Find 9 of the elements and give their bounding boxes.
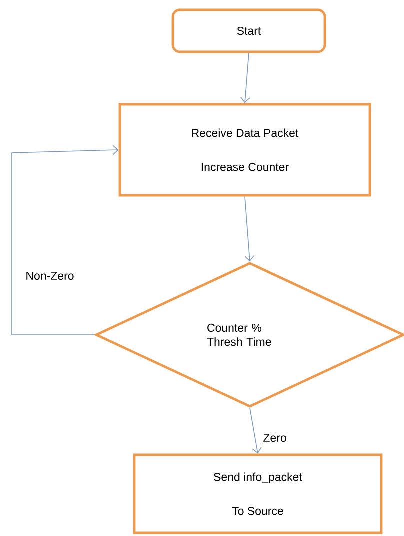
process-box: Send info_packet To Source (133, 454, 383, 534)
edge-label: Zero (262, 433, 288, 443)
arrow (250, 408, 262, 454)
arrow (244, 196, 254, 262)
arrow (12, 145, 119, 336)
arrow (240, 52, 250, 104)
process-box: Receive Data Packet Increase Counter (118, 103, 372, 197)
start-box: Start (172, 8, 326, 54)
edge-label: Non-Zero (24, 271, 76, 282)
